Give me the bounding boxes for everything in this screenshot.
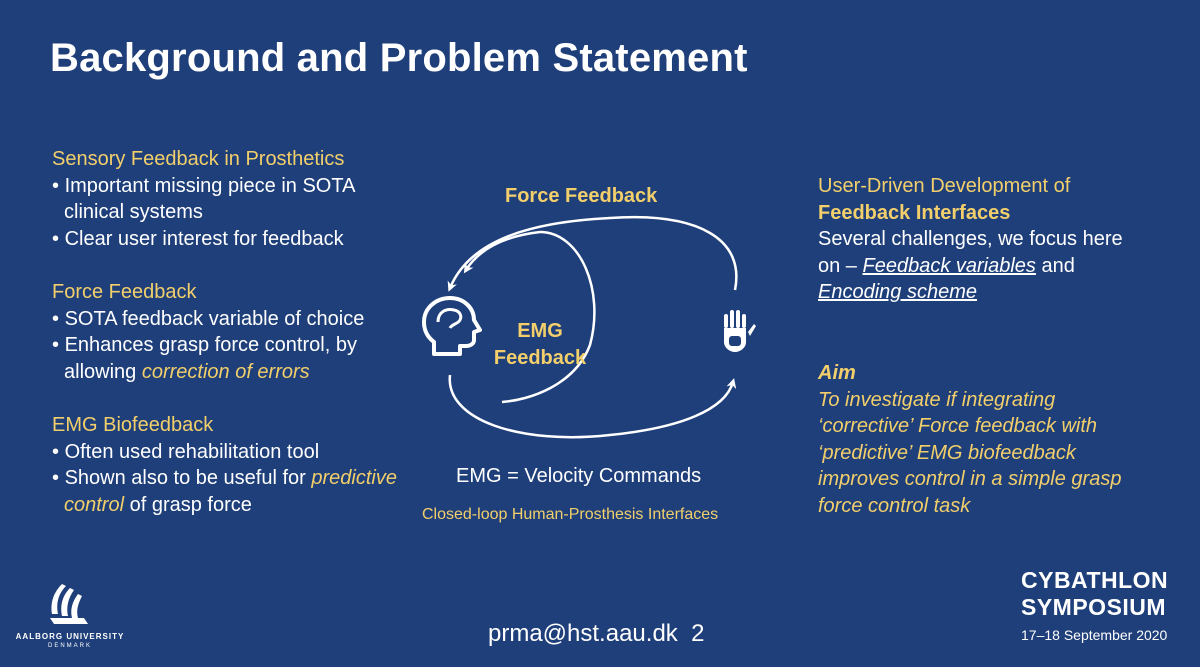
bullet-sota-variable: SOTA feedback variable of choice (52, 306, 412, 333)
bullet-missing-piece: Important missing piece in SOTA clinical… (52, 173, 412, 226)
cybathlon-line2: SYMPOSIUM (1021, 594, 1167, 620)
aim-block: Aim To investigate if integrating ‘corre… (818, 360, 1148, 519)
emg-label-line2: Feedback (493, 347, 587, 369)
velocity-commands-label: EMG = Velocity Commands (456, 465, 702, 487)
aim-heading: Aim (818, 362, 856, 384)
closed-loop-diagram (422, 215, 756, 439)
challenges-text-part: Several challenges, we focus here on – (818, 228, 1123, 277)
cybathlon-line1: CYBATHLON (1021, 567, 1169, 593)
command-arrow (448, 374, 737, 439)
emg-feedback-label: EMG Feedback (480, 318, 600, 372)
slide-title: Background and Problem Statement (50, 36, 748, 80)
page-number: 2 (691, 620, 705, 647)
section-heading-sensory-feedback: Sensory Feedback in Prosthetics (52, 148, 345, 170)
university-name: AALBORG UNIVERSITY (15, 632, 125, 641)
link-encoding-scheme: Encoding scheme (818, 281, 977, 303)
bullet-text: Enhances grasp force control, by allowin… (64, 334, 357, 383)
section-heading-emg-biofeedback: EMG Biofeedback (52, 414, 214, 436)
emphasis-correction-of-errors: correction of errors (141, 360, 310, 383)
section-heading-user-driven: User-Driven Development of (818, 175, 1071, 197)
emg-feedback-loop (501, 230, 596, 404)
link-feedback-variables: Feedback variables (862, 254, 1036, 277)
contact-email: prma@hst.aau.dk (488, 620, 678, 647)
section-heading-feedback-interfaces: Feedback Interfaces (818, 201, 1011, 224)
emg-label-line1: EMG (517, 320, 563, 342)
challenges-text: Several challenges, we focus here on – F… (818, 226, 1138, 306)
cybathlon-logo: CYBATHLON SYMPOSIUM (1021, 567, 1168, 621)
left-column: Sensory Feedback in Prosthetics Importan… (52, 146, 412, 518)
footer-contact: prma@hst.aau.dk 2 (488, 620, 705, 648)
bullet-rehab-tool: Often used rehabilitation tool (52, 439, 412, 466)
emg-feedback-arrow (463, 230, 541, 274)
closed-loop-caption: Closed-loop Human-Prosthesis Interfaces (422, 506, 719, 523)
prosthetic-hand-icon (724, 310, 756, 352)
force-feedback-arrow (447, 215, 738, 292)
event-date: 17–18 September 2020 (1021, 627, 1168, 643)
bullet-grasp-force-control: Enhances grasp force control, by allowin… (52, 332, 412, 385)
aalborg-university-logo (50, 584, 88, 624)
challenges-text-part: and (1035, 254, 1075, 277)
bullet-text: Shown also to be useful for (64, 467, 312, 489)
right-column: User-Driven Development of Feedback Inte… (818, 173, 1138, 306)
head-icon (422, 296, 482, 356)
emphasis-predictive-control: predictive control (64, 467, 397, 516)
bullet-predictive-control: Shown also to be useful for predictive c… (52, 465, 412, 518)
aim-text: To investigate if integrating ‘correctiv… (818, 388, 1122, 517)
section-heading-force-feedback: Force Feedback (52, 281, 197, 303)
bullet-text: of grasp force (124, 493, 252, 516)
force-feedback-label: Force Feedback (505, 185, 658, 207)
university-country: DENMARK (47, 643, 92, 649)
bullet-user-interest: Clear user interest for feedback (52, 226, 412, 253)
